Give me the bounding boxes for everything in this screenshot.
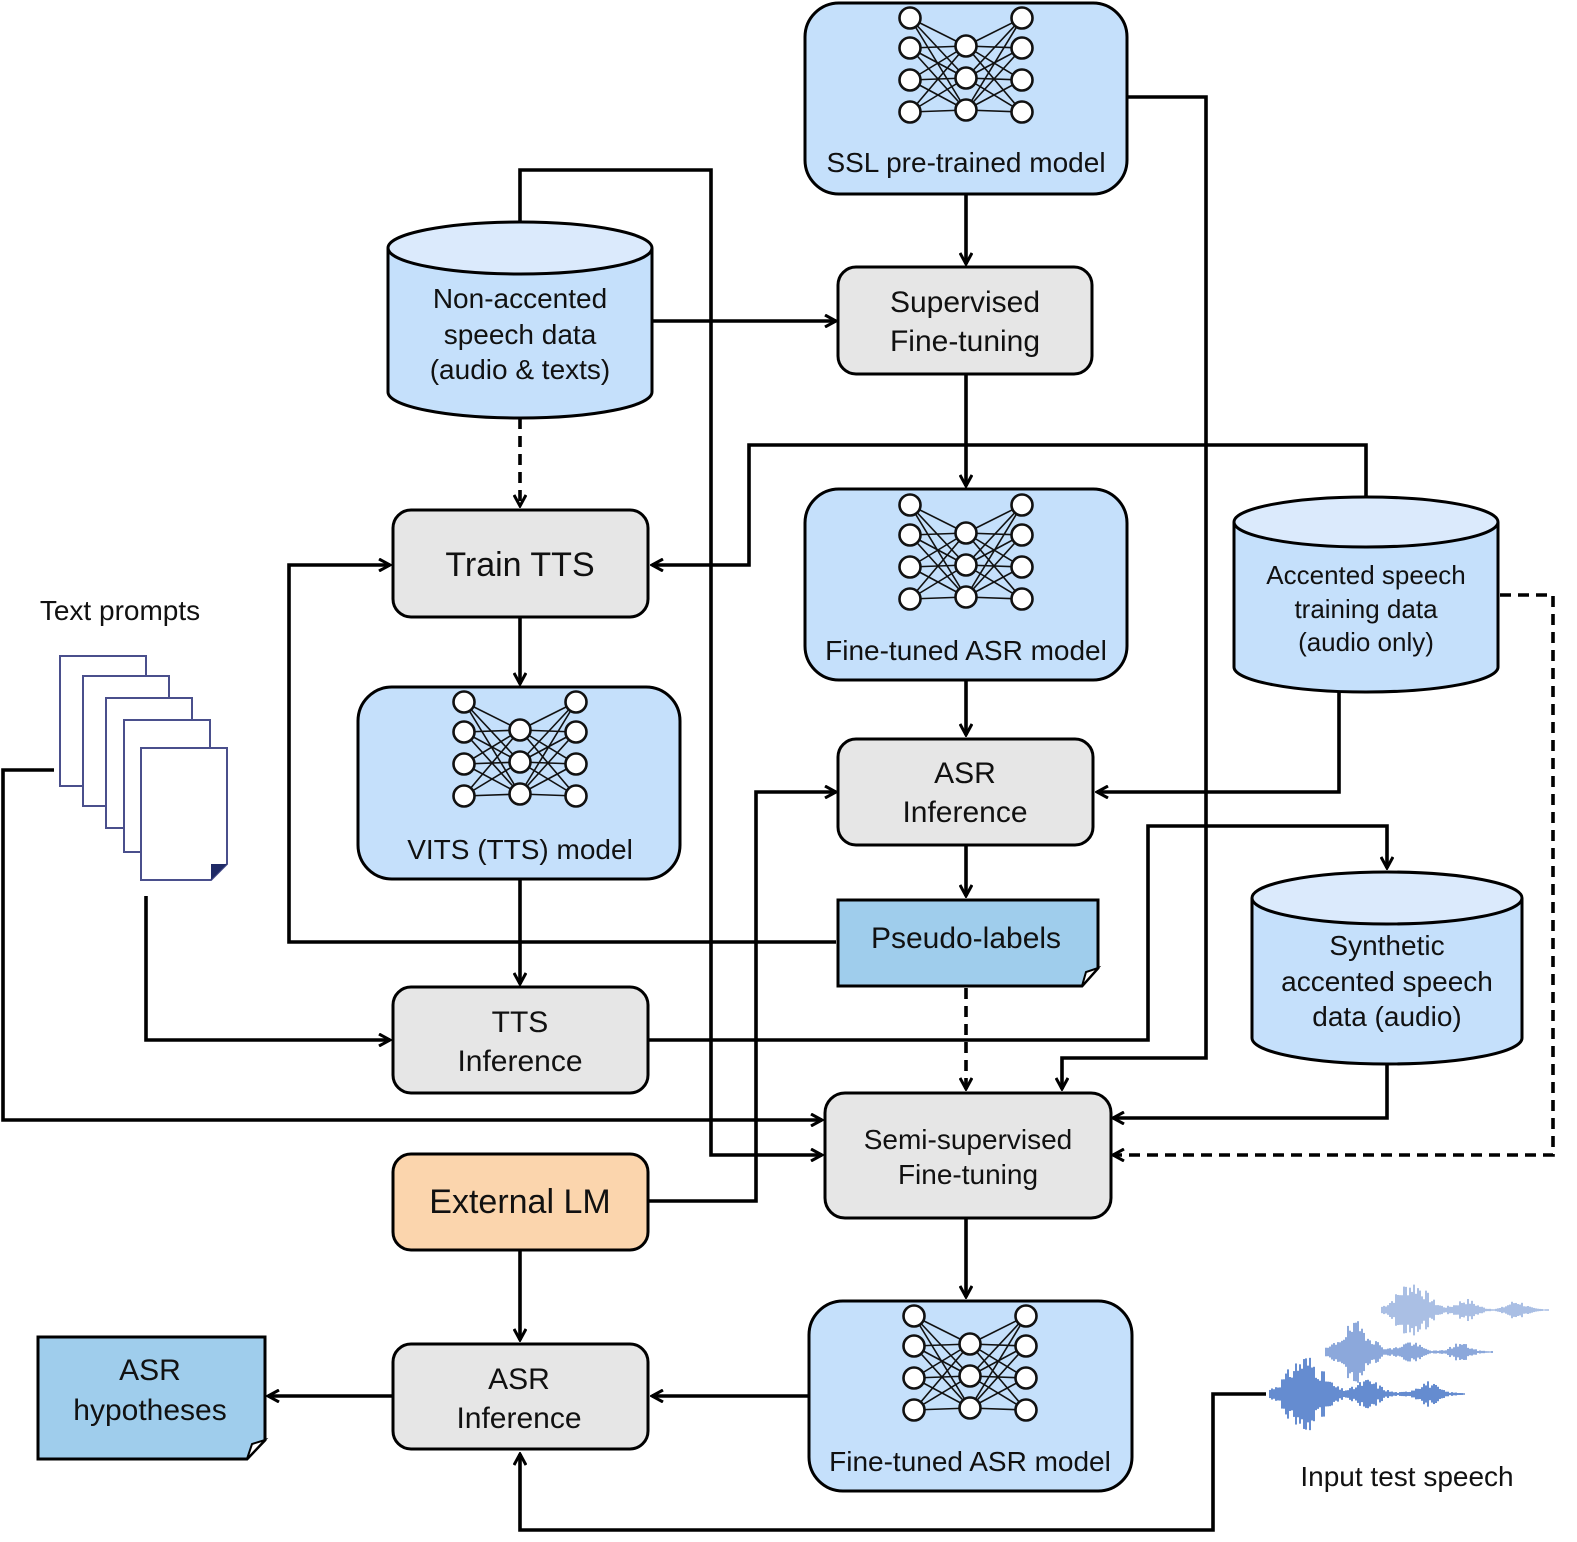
ssl-model-label: SSL pre-trained model bbox=[826, 147, 1105, 178]
asr-inference-1-line-2: Inference bbox=[902, 796, 1027, 829]
pseudo-labels-doc: Pseudo-labels bbox=[836, 898, 1102, 988]
edge-nonaccented-to-semi-supervised-ft bbox=[518, 168, 822, 1155]
input-test-speech-label: Input test speech bbox=[1300, 1461, 1513, 1492]
asr-inference-2-line-2: Inference bbox=[456, 1402, 581, 1435]
pseudo-labels-label: Pseudo-labels bbox=[871, 922, 1061, 955]
edge-text-prompts-to-semi-supervised-ft bbox=[1, 768, 822, 1120]
edge-accented-data-dashed-to-semi-supervised-ft bbox=[1113, 593, 1555, 1155]
edge-ssl-to-semi-supervised-ft bbox=[1062, 95, 1208, 1089]
synthetic-data-line-2: accented speech bbox=[1281, 966, 1493, 997]
train-tts-box: Train TTS bbox=[391, 508, 650, 619]
semi-supervised-finetuning-box: Semi-supervised Fine-tuning bbox=[823, 1091, 1113, 1220]
finetuned-asr-model-1: Fine-tuned ASR model bbox=[803, 487, 1129, 682]
asr-inference-box-1: ASR Inference bbox=[836, 737, 1095, 847]
non-accented-speech-data-db: Non-accented speech data (audio & texts) bbox=[386, 220, 654, 420]
edges bbox=[1, 95, 1555, 1532]
non-accented-line-2: speech data bbox=[444, 319, 597, 350]
edge-accented-data-to-asr-inference bbox=[1097, 692, 1341, 792]
vits-model-label: VITS (TTS) model bbox=[407, 834, 633, 865]
tts-inference-line-2: Inference bbox=[457, 1045, 582, 1078]
tts-inference-line-1: TTS bbox=[492, 1006, 549, 1039]
edge-pseudo-labels-to-train-tts bbox=[287, 565, 836, 944]
ssl-pretrained-model: SSL pre-trained model bbox=[803, 1, 1129, 196]
edge-test-speech-to-final-asr-inference bbox=[520, 1392, 1266, 1532]
external-lm-label: External LM bbox=[429, 1183, 610, 1221]
supervised-finetuning-box: Supervised Fine-tuning bbox=[836, 265, 1094, 376]
asr-inference-2-line-1: ASR bbox=[488, 1363, 550, 1396]
input-test-speech: Input test speech bbox=[1269, 1284, 1549, 1492]
supervised-ft-line-1: Supervised bbox=[890, 286, 1040, 319]
audio-waveform-icon bbox=[1269, 1284, 1549, 1431]
non-accented-line-3: (audio & texts) bbox=[430, 354, 611, 385]
asr-inference-box-2: ASR Inference bbox=[391, 1342, 650, 1451]
train-tts-label: Train TTS bbox=[445, 546, 594, 584]
tts-inference-box: TTS Inference bbox=[391, 985, 650, 1095]
non-accented-line-1: Non-accented bbox=[433, 283, 607, 314]
finetuned-asr-1-label: Fine-tuned ASR model bbox=[825, 635, 1107, 666]
synthetic-data-line-1: Synthetic bbox=[1329, 930, 1444, 961]
synthetic-accented-speech-data-db: Synthetic accented speech data (audio) bbox=[1250, 870, 1524, 1066]
edge-tts-inference-to-synthetic-data bbox=[648, 824, 1387, 1042]
accented-data-line-1: Accented speech bbox=[1266, 560, 1465, 590]
asr-hypotheses-doc: ASR hypotheses bbox=[36, 1335, 269, 1461]
supervised-ft-line-2: Fine-tuning bbox=[890, 325, 1040, 358]
external-lm-box: External LM bbox=[391, 1152, 650, 1252]
finetuned-asr-2-label: Fine-tuned ASR model bbox=[829, 1446, 1111, 1477]
finetuned-asr-model-2: Fine-tuned ASR model bbox=[807, 1299, 1134, 1493]
semi-supervised-ft-line-1: Semi-supervised bbox=[864, 1124, 1073, 1155]
semi-supervised-ft-line-2: Fine-tuning bbox=[898, 1159, 1038, 1190]
edge-synthetic-data-to-semi-supervised-ft bbox=[1113, 1063, 1389, 1118]
accented-speech-training-data-db: Accented speech training data (audio onl… bbox=[1232, 495, 1500, 694]
edge-text-prompts-to-tts-inference bbox=[144, 896, 390, 1040]
asr-inference-1-line-1: ASR bbox=[934, 757, 996, 790]
asr-hypotheses-line-2: hypotheses bbox=[73, 1394, 226, 1427]
synthetic-data-line-3: data (audio) bbox=[1312, 1001, 1461, 1032]
text-prompts: Text prompts bbox=[40, 595, 228, 881]
accented-data-line-2: training data bbox=[1294, 594, 1438, 624]
accented-data-line-3: (audio only) bbox=[1298, 627, 1434, 657]
text-prompts-label: Text prompts bbox=[40, 595, 200, 626]
vits-tts-model: VITS (TTS) model bbox=[356, 685, 682, 881]
edge-lm-to-asr-inference bbox=[648, 792, 836, 1203]
asr-hypotheses-line-1: ASR bbox=[119, 1354, 181, 1387]
edge-accented-data-to-train-tts bbox=[652, 443, 1368, 565]
document-stack-icon bbox=[59, 655, 228, 881]
